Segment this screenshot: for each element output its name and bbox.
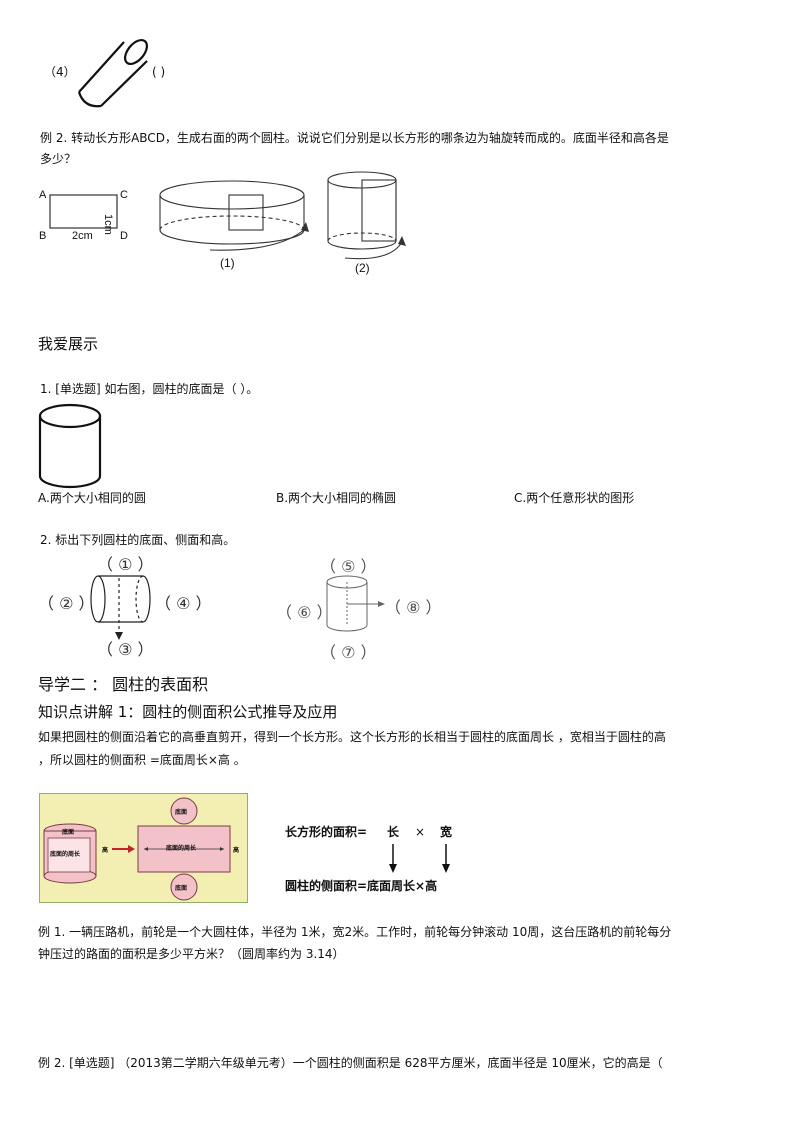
label-6: （ ⑥ ） <box>276 603 333 622</box>
formula-arrows <box>389 844 450 873</box>
question-4-blank: ( ) <box>152 65 166 79</box>
section-2-title: 导学二 ： 圆柱的表面积 <box>38 675 209 694</box>
illus-circ-label-left: 底面的周长 <box>50 851 81 858</box>
illus-base-label-bottom: 底面 <box>175 885 188 892</box>
horizontal-cylinder-figure <box>90 575 151 640</box>
show-question-2: 2. 标出下列圆柱的底面、侧面和高。 <box>40 533 236 547</box>
slanted-cylinder-figure <box>77 39 148 108</box>
illus-circ-label-rect: 底面的周长 <box>166 845 197 852</box>
lateral-area-illustration: 底面 底面的周长 高 底面 底面的周长 高 底面 <box>39 793 248 903</box>
illus-height-label-right: 高 <box>233 847 240 854</box>
small-cylinder-figure <box>326 575 385 632</box>
rect-width-label: 2cm <box>72 230 93 242</box>
section-2-paragraph-2: ，所以圆柱的侧面积 =底面周长×高 。 <box>38 753 246 767</box>
label-4: （ ④ ） <box>155 594 212 613</box>
example-1b-line1: 例 1. 一辆压路机，前轮是一个大圆柱体，半径为 1米，宽2米。工作时，前轮每分… <box>38 925 672 939</box>
label-7: （ ⑦ ） <box>320 643 377 662</box>
cylinder-2-label: (2) <box>355 261 370 275</box>
example-2-line2: 多少？ <box>40 152 77 166</box>
example-2-line1: 例 2. 转动长方形ABCD，生成右面的两个圆柱。说说它们分别是以长方形的哪条边… <box>40 131 669 145</box>
upright-cylinder-figure <box>38 403 102 489</box>
show-title: 我爱展示 <box>38 335 99 353</box>
rect-label-c: C <box>120 189 128 201</box>
label-5: （ ⑤ ） <box>320 557 377 576</box>
label-2: （ ② ） <box>38 594 95 613</box>
cylinder-2-figure <box>327 171 406 260</box>
option-c[interactable]: C.两个任意形状的图形 <box>514 491 635 505</box>
formula-cylinder-lateral: 圆柱的侧面积=底面周长×高 <box>285 879 438 893</box>
illus-height-label-left: 高 <box>102 847 109 854</box>
label-8: （ ⑧ ） <box>385 598 442 617</box>
rect-label-d: D <box>120 230 128 242</box>
illus-base-label-left: 底面 <box>62 829 75 836</box>
formula-rect-width: 宽 <box>440 825 453 839</box>
cylinder-1-figure <box>159 180 309 251</box>
example-2b-line1: 例 2. [单选题] （2013第二学期六年级单元考）一个圆柱的侧面积是 628… <box>38 1056 663 1070</box>
formula-rect-lhs: 长方形的面积= <box>285 825 368 839</box>
illus-base-label-top: 底面 <box>175 809 188 816</box>
question-4-label: （4） <box>44 65 76 79</box>
rectangle-abcd-figure <box>49 194 118 229</box>
rect-label-a: A <box>39 189 47 201</box>
section-2-paragraph-1: 如果把圆柱的侧面沿着它的高垂直剪开，得到一个长方形。这个长方形的长相当于圆柱的底… <box>38 730 666 744</box>
option-b[interactable]: B.两个大小相同的椭圆 <box>276 491 397 505</box>
knowledge-point-title: 知识点讲解 1：圆柱的侧面积公式推导及应用 <box>38 703 338 721</box>
label-3: （ ③ ） <box>97 640 154 659</box>
show-question-1: 1. [单选题] 如右图，圆柱的底面是（ ）。 <box>40 382 259 396</box>
rect-label-b: B <box>39 230 47 242</box>
label-1: （ ① ） <box>97 555 154 574</box>
option-a[interactable]: A.两个大小相同的圆 <box>38 491 146 505</box>
cylinder-1-label: (1) <box>220 256 235 270</box>
formula-rect-times: × <box>415 825 426 839</box>
formula-rect-length: 长 <box>387 825 400 839</box>
example-1b-line2: 钟压过的路面的面积是多少平方米？（圆周率约为 3.14） <box>38 947 345 961</box>
